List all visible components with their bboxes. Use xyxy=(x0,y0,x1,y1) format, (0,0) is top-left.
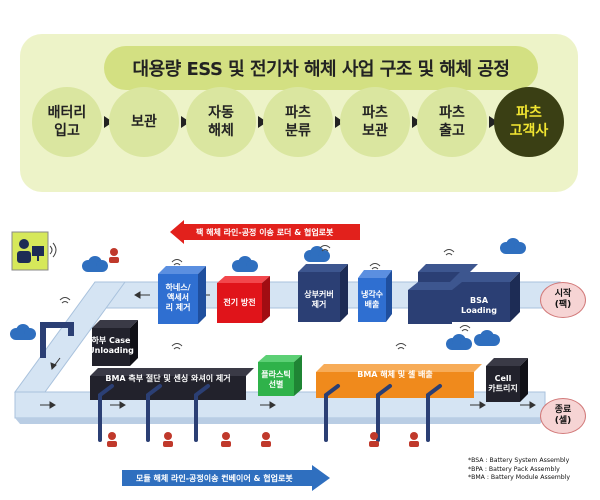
step-parts-storage: 파츠 보관 xyxy=(340,87,410,157)
step-label: 파츠 보관 xyxy=(362,105,388,139)
step-arrow xyxy=(335,116,344,128)
step-label: 자동 해체 xyxy=(208,105,234,139)
legend: *BSA : Battery System Assembly *BPA : Ba… xyxy=(468,457,596,483)
workers xyxy=(107,248,419,447)
pack-line-banner-text: 팩 해체 라인-공정 이송 로더 & 협업로봇 xyxy=(196,228,334,237)
coolant-drain-label: 냉각수 배출 xyxy=(360,290,384,309)
legend-item: *BSA : Battery System Assembly xyxy=(468,457,570,464)
lower-case-label: 하부 Case Unloading xyxy=(88,336,134,355)
plastic-sorting-station xyxy=(258,355,302,396)
step-parts-sorting: 파츠 분류 xyxy=(263,87,333,157)
step-label: 파츠 분류 xyxy=(285,105,311,139)
legend-item: *BPA : Battery Pack Assembly xyxy=(468,465,560,473)
start-label: 시작 (팩) xyxy=(540,282,586,318)
bma-cell-station xyxy=(316,364,482,398)
step-arrow xyxy=(258,116,267,128)
harness-removal-label: 하네스/ 액세서 리 제거 xyxy=(165,283,191,312)
lower-case-station xyxy=(92,320,138,366)
step-arrow xyxy=(489,116,498,128)
plastic-sorting-label: 플라스틱 선별 xyxy=(261,370,291,389)
legend-item: *BMA : Battery Module Assembly xyxy=(468,474,571,481)
module-line-banner-text: 모듈 해체 라인-공정이송 컨베이어 & 협업로봇 xyxy=(136,474,293,483)
bma-cell-label: BMA 해체 및 셀 배출 xyxy=(357,370,433,379)
bsa-loading-station xyxy=(408,264,520,324)
step-arrow xyxy=(412,116,421,128)
step-arrow xyxy=(104,116,113,128)
power-discharge-station xyxy=(217,276,270,323)
cell-cartridge-station xyxy=(486,358,528,402)
step-label: 보관 xyxy=(131,114,157,130)
step-label: 배터리 입고 xyxy=(47,105,87,139)
bsa-loading-label: BSA Loading xyxy=(461,296,497,315)
robot-arms xyxy=(98,384,442,442)
bma-side-cut-label: BMA 측부 절단 및 센싱 와셔이 제거 xyxy=(105,374,231,383)
step-parts-shipping: 파츠 출고 xyxy=(417,87,487,157)
step-arrow xyxy=(181,116,190,128)
cloud-icons xyxy=(10,238,526,350)
step-parts-customer: 파츠 고객사 xyxy=(494,87,564,157)
step-battery-receiving: 배터리 입고 xyxy=(32,87,102,157)
top-cover-label: 상부커버 제거 xyxy=(304,290,334,309)
top-cover-station xyxy=(298,264,348,322)
page-title: 대용량 ESS 및 전기차 해체 사업 구조 및 해체 공정 xyxy=(104,46,538,90)
pack-line-arrow xyxy=(170,220,360,244)
module-line-arrow xyxy=(122,465,330,491)
cell-cartridge-label: Cell 카트리지 xyxy=(488,374,518,393)
bma-side-cut-station xyxy=(90,368,254,400)
harness-removal-station xyxy=(158,266,206,324)
coolant-drain-station xyxy=(358,270,392,322)
step-label: 파츠 출고 xyxy=(439,105,465,139)
operator-icon xyxy=(11,231,57,271)
step-auto-dismantle: 자동 해체 xyxy=(186,87,256,157)
end-label: 종료 (셀) xyxy=(540,398,586,434)
gantry-robot xyxy=(40,322,74,358)
power-discharge-label: 전기 방전 xyxy=(223,298,256,307)
wifi-icons xyxy=(59,245,471,350)
step-storage: 보관 xyxy=(109,87,179,157)
step-label: 파츠 고객사 xyxy=(509,105,549,139)
